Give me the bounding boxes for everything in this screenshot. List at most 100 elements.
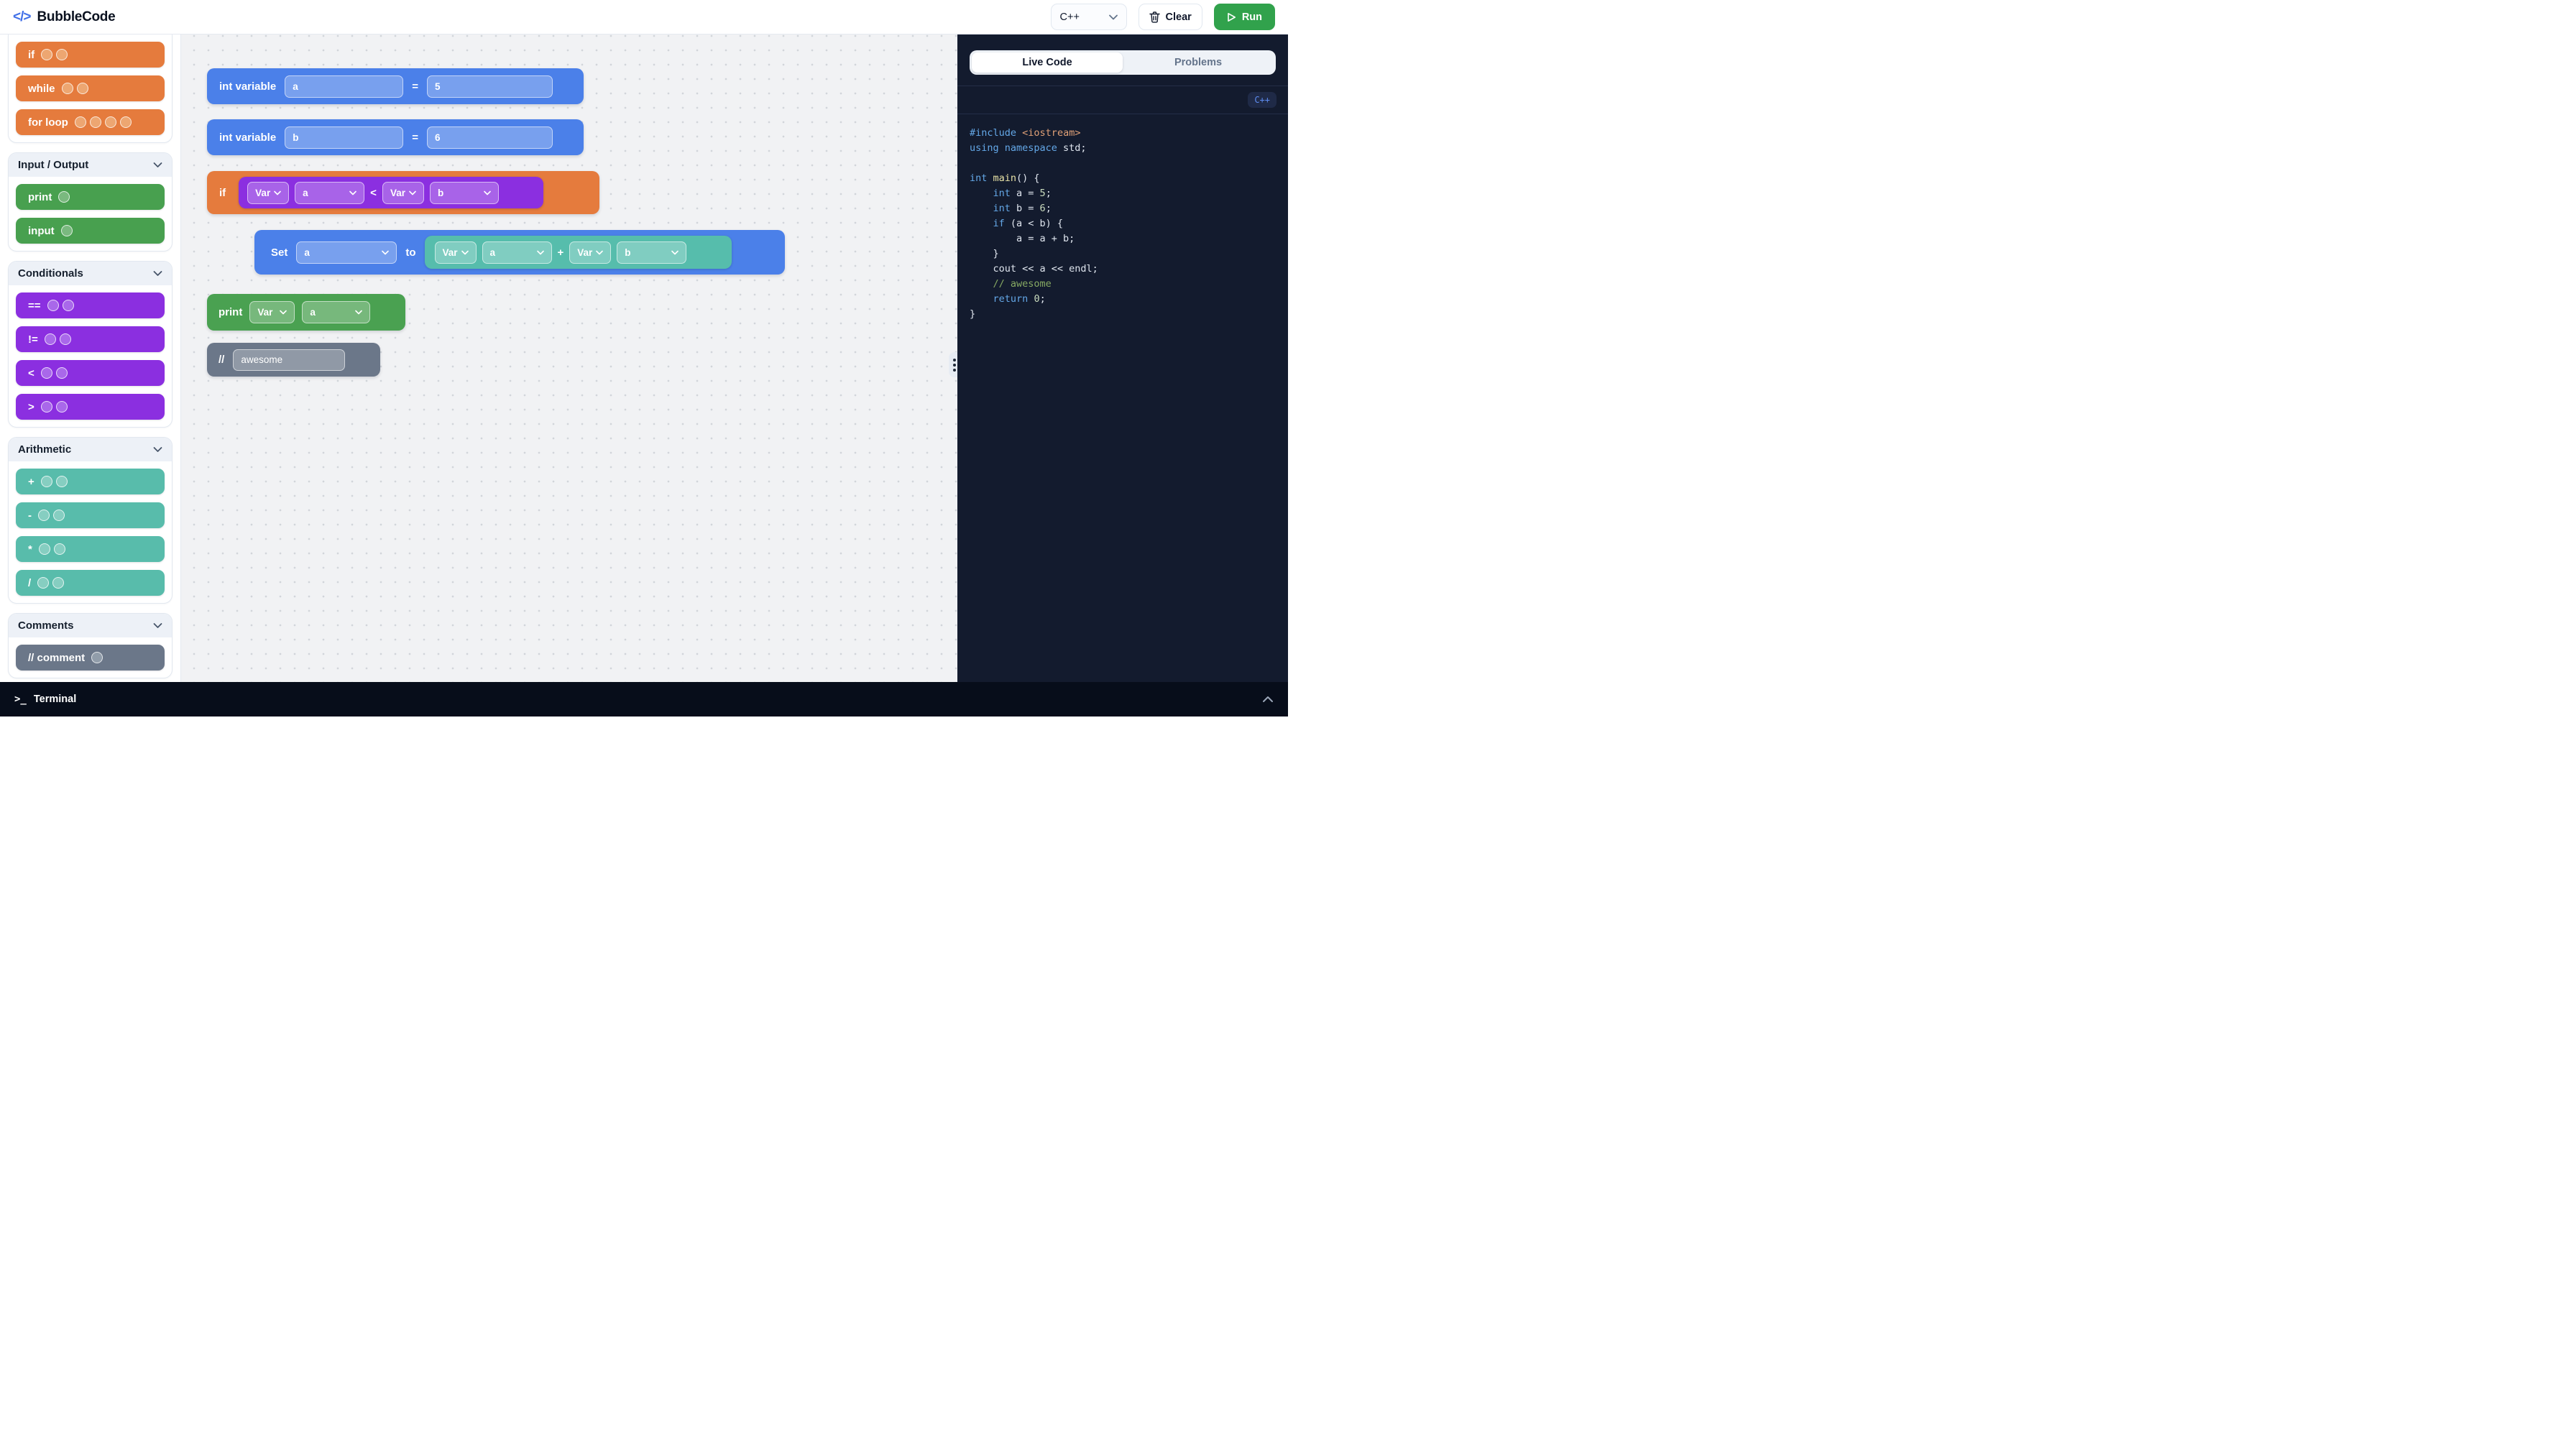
- palette-block-label: ==: [28, 299, 41, 312]
- value-expression-block[interactable]: Var a + Var b: [424, 236, 732, 269]
- code-line: }: [970, 307, 1276, 322]
- print-variable-select[interactable]: a: [302, 301, 371, 323]
- block-keyword: int variable: [219, 80, 277, 93]
- terminal-left: >_ Terminal: [14, 694, 76, 705]
- variable-value-input[interactable]: 5: [426, 75, 553, 98]
- palette-block-label: /: [28, 576, 32, 589]
- print-type-value: Var: [257, 307, 273, 318]
- lhs-type-select[interactable]: Var: [247, 181, 290, 204]
- expr-rhs-variable-select[interactable]: b: [617, 241, 687, 264]
- expr-lhs-type-select[interactable]: Var: [434, 241, 477, 264]
- rhs-variable-select[interactable]: b: [429, 181, 499, 204]
- comparison-operator: <: [370, 186, 377, 199]
- palette-block-label: input: [28, 224, 55, 237]
- connector-circle: [59, 333, 71, 345]
- connector-circle: [91, 652, 104, 663]
- palette-block-label: *: [28, 543, 32, 556]
- canvas-block-if[interactable]: if Var a < Var b: [207, 171, 599, 214]
- print-type-select[interactable]: Var: [249, 301, 295, 323]
- chevron-down-icon: [280, 310, 288, 315]
- code-token: [970, 278, 993, 290]
- print-variable-value: a: [310, 307, 316, 318]
- section-header-arithmetic[interactable]: Arithmetic: [9, 438, 172, 461]
- connector-circle: [40, 367, 52, 379]
- section-header-conditionals[interactable]: Conditionals: [9, 262, 172, 285]
- connector-circles: [91, 652, 104, 663]
- set-target-select[interactable]: a: [296, 241, 397, 264]
- palette-block-subtract[interactable]: -: [16, 502, 165, 528]
- variable-value-input[interactable]: 6: [426, 126, 553, 149]
- canvas-block-int-variable-b[interactable]: int variable b = 6: [207, 119, 584, 155]
- palette-block-add[interactable]: +: [16, 469, 165, 494]
- canvas-block-set[interactable]: Set a to Var a + Var: [254, 230, 785, 275]
- connector-circle: [56, 49, 68, 60]
- lhs-variable-select[interactable]: a: [295, 181, 365, 204]
- run-button[interactable]: Run: [1213, 4, 1275, 30]
- code-token: std;: [1057, 142, 1087, 154]
- palette-block-input[interactable]: input: [16, 218, 165, 244]
- section-header-input-output[interactable]: Input / Output: [9, 153, 172, 177]
- run-button-label: Run: [1241, 11, 1262, 23]
- palette-block-if[interactable]: if: [16, 42, 165, 68]
- connector-circles: [38, 510, 65, 521]
- palette-block-divide[interactable]: /: [16, 570, 165, 596]
- palette-block-print[interactable]: print: [16, 184, 165, 210]
- variable-name-input[interactable]: b: [285, 126, 404, 149]
- tab-problems[interactable]: Problems: [1123, 52, 1274, 73]
- chevron-down-icon: [536, 250, 544, 254]
- code-token: // awesome: [993, 278, 1052, 290]
- tab-live-code-label: Live Code: [1022, 57, 1072, 68]
- palette-block-label: print: [28, 190, 52, 203]
- chevron-down-icon: [355, 310, 363, 315]
- code-view[interactable]: #include <iostream>using namespace std;i…: [957, 114, 1288, 682]
- section-label: Input / Output: [18, 159, 89, 171]
- clear-button[interactable]: Clear: [1138, 4, 1202, 30]
- chevron-down-icon: [409, 190, 416, 195]
- expr-lhs-variable-select[interactable]: a: [482, 241, 552, 264]
- palette-block-comment[interactable]: // comment: [16, 645, 165, 671]
- canvas-block-int-variable-a[interactable]: int variable a = 5: [207, 68, 584, 104]
- terminal-bar[interactable]: >_ Terminal: [0, 682, 1288, 716]
- section-header-comments[interactable]: Comments: [9, 614, 172, 637]
- palette-block-not-equals[interactable]: !=: [16, 326, 165, 352]
- palette-block-while[interactable]: while: [16, 75, 165, 101]
- expr-rhs-type-select[interactable]: Var: [569, 241, 612, 264]
- chevron-down-icon: [349, 190, 356, 195]
- connector-circles: [61, 83, 88, 94]
- workspace-canvas[interactable]: int variable a = 5 int variable b = 6 if: [181, 34, 957, 682]
- palette-block-for-loop[interactable]: for loop: [16, 109, 165, 135]
- panel-resize-handle[interactable]: [949, 352, 957, 377]
- block-keyword: int variable: [219, 131, 277, 144]
- code-token: [970, 203, 993, 214]
- connector-circle: [62, 300, 74, 311]
- code-token: (a < b) {: [1004, 218, 1064, 229]
- palette-block-less-than[interactable]: <: [16, 360, 165, 386]
- connector-circle: [40, 401, 52, 413]
- palette-block-equals[interactable]: ==: [16, 292, 165, 318]
- connector-circle: [40, 476, 52, 487]
- palette-block-greater-than[interactable]: >: [16, 394, 165, 420]
- chevron-up-icon[interactable]: [1262, 696, 1274, 703]
- tab-live-code[interactable]: Live Code: [972, 52, 1123, 73]
- canvas-block-print[interactable]: print Var a: [207, 294, 405, 331]
- connector-circle: [104, 116, 116, 128]
- rhs-type-select[interactable]: Var: [382, 181, 424, 204]
- language-select[interactable]: C++: [1050, 4, 1127, 30]
- code-token: a =: [1010, 188, 1040, 199]
- comment-text-input[interactable]: awesome: [233, 349, 346, 371]
- variable-name-input[interactable]: a: [285, 75, 404, 98]
- code-token: ;: [1045, 188, 1052, 199]
- condition-expression-block[interactable]: Var a < Var b: [239, 177, 544, 208]
- palette-block-multiply[interactable]: *: [16, 536, 165, 562]
- canvas-block-comment[interactable]: // awesome: [207, 343, 380, 377]
- set-target-value: a: [304, 246, 310, 258]
- brand: </> BubbleCode: [13, 9, 116, 25]
- palette-block-label: +: [28, 475, 34, 488]
- code-line: cout << a << endl;: [970, 262, 1276, 277]
- connector-circle: [55, 401, 68, 413]
- connector-circles: [47, 300, 74, 311]
- block-keyword: Set: [271, 246, 288, 259]
- header-actions: C++ Clear Run: [1050, 4, 1275, 30]
